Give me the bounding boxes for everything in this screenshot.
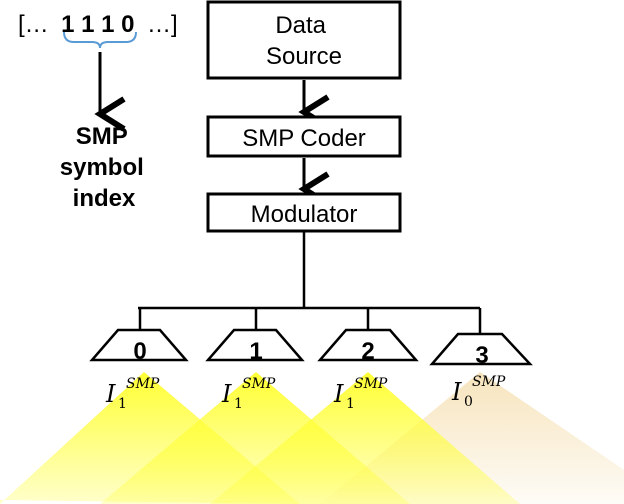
bit-sequence-close: …] bbox=[147, 11, 178, 38]
led-0: 0 bbox=[89, 328, 189, 365]
svg-text:1: 1 bbox=[249, 338, 262, 365]
led-wiring bbox=[138, 232, 482, 334]
svg-text:SMP: SMP bbox=[242, 376, 276, 392]
intensity-label-led-2: I SMP 1 bbox=[333, 376, 388, 412]
svg-text:I: I bbox=[105, 380, 116, 408]
smp-symbol-index-caption: SMP symbol index bbox=[60, 123, 148, 212]
svg-text:SMP: SMP bbox=[354, 376, 388, 392]
led-3: 3 bbox=[429, 332, 533, 369]
intensity-label-led-0: I SMP 1 bbox=[105, 376, 160, 412]
modulator-block: Modulator bbox=[206, 192, 402, 233]
svg-text:3: 3 bbox=[475, 342, 488, 369]
svg-text:Modulator: Modulator bbox=[251, 201, 358, 228]
intensity-label-led-1: I SMP 1 bbox=[221, 376, 276, 412]
light-cones bbox=[0, 372, 624, 504]
svg-text:2: 2 bbox=[361, 338, 374, 365]
bit-sequence: [… 1 1 1 0 …] bbox=[18, 11, 178, 132]
svg-text:1: 1 bbox=[234, 396, 243, 412]
svg-text:SMP Coder: SMP Coder bbox=[242, 125, 366, 152]
bit-group-brace bbox=[63, 31, 137, 49]
svg-text:SMP: SMP bbox=[126, 376, 160, 392]
svg-text:SMP: SMP bbox=[472, 374, 506, 390]
svg-text:0: 0 bbox=[133, 338, 146, 365]
svg-text:1: 1 bbox=[118, 396, 127, 412]
svg-text:I: I bbox=[333, 380, 344, 408]
svg-text:1: 1 bbox=[346, 396, 355, 412]
svg-text:[… 1 1 1 0 …]: [… 1 1 1 0 …] bbox=[18, 11, 178, 38]
bit-sequence-bits: 1 1 1 0 bbox=[61, 11, 134, 38]
intensity-label-led-3: I SMP 0 bbox=[451, 374, 506, 410]
led-1: 1 bbox=[205, 328, 305, 365]
led-2: 2 bbox=[317, 328, 419, 365]
svg-text:I: I bbox=[451, 378, 462, 406]
svg-text:I: I bbox=[221, 380, 232, 408]
light-cone-led-0 bbox=[0, 372, 300, 504]
bit-sequence-open: [… bbox=[18, 11, 49, 38]
svg-text:Data Source: Data Source bbox=[266, 12, 342, 70]
svg-text:0: 0 bbox=[464, 394, 473, 410]
smp-coder-block: SMP Coder bbox=[206, 115, 402, 158]
data-source-block: Data Source bbox=[206, 0, 402, 80]
